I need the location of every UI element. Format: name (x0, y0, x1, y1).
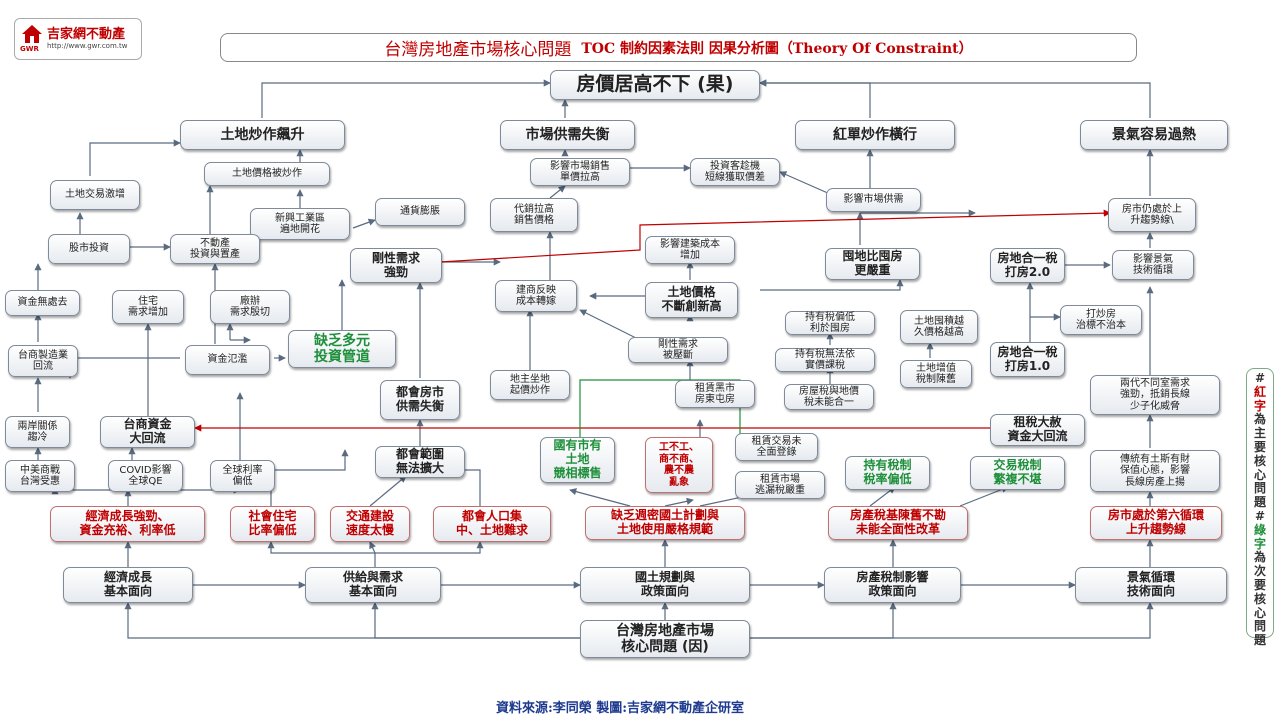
node-fund-nowhere: 資金無處去 (5, 290, 80, 316)
legend-item: 綠 (1253, 522, 1266, 537)
node-market-up: 房市仍處於上 升趨勢線\ (1108, 198, 1196, 232)
node-land-bulk-high: 土地囤積越 久價格越高 (900, 310, 978, 344)
title-english: TOC 制約因素法則 因果分析圖（Theory Of Constraint） (581, 40, 973, 57)
node-tax-base: 房產稅基陳舊不勘 未能全面性改革 (828, 506, 968, 540)
legend-item: 為 (1253, 412, 1266, 427)
node-base-econ: 經濟成長 基本面向 (63, 567, 193, 603)
node-social-housing: 社會住宅 比率偏低 (230, 506, 315, 542)
legend-item: 主 (1253, 426, 1266, 441)
node-econ-tech: 影響景氣 技術循環 (1112, 250, 1194, 280)
legend-item: 核 (1253, 591, 1266, 606)
node-rental-register: 租賃交易未 全面登錄 (735, 433, 818, 461)
node-urban-pop: 都會人口集 中、土地難求 (433, 506, 551, 542)
node-top-result: 房價居高不下 (果) (550, 70, 760, 100)
node-sales-price: 影響市場銷售 單價拉高 (530, 158, 630, 186)
logo-url: http://www.gwr.com.tw (47, 42, 128, 50)
legend-item: 為 (1253, 550, 1266, 565)
legend-item: 次 (1253, 564, 1266, 579)
node-transport: 交通建設 速度太慢 (330, 506, 410, 542)
node-market-supply: 影響市場供需 (826, 188, 921, 212)
node-rental-market: 租賃市場 逃漏稅嚴重 (735, 471, 825, 499)
node-lack-channel: 缺乏多元 投資管道 (288, 330, 396, 368)
node-speculators: 投資客趁機 短線獲取價差 (690, 158, 780, 186)
node-developer-cost: 建商反映 成本轉嫁 (495, 280, 577, 312)
node-urban-imbalance: 都會房市 供需失衡 (380, 380, 460, 420)
node-holding-tax-low: 持有稅偏低 利於囤房 (785, 311, 875, 335)
node-rigid-fulfilled: 剛性需求 被壓斷 (628, 337, 728, 363)
title-chinese: 台灣房地產市場核心問題 (384, 40, 572, 60)
node-land-spec: 土地炒作飆升 (180, 120, 345, 150)
node-land-value-tax: 土地增值 稅制陳舊 (900, 360, 972, 388)
node-traditional: 傳統有土斯有財 保值心態，影響 長線房產上揚 (1090, 450, 1220, 492)
house-logo-icon (22, 25, 42, 43)
legend-item: 紅 (1253, 384, 1266, 399)
node-root-cause: 台灣房地產市場 核心問題 (因) (580, 620, 750, 658)
node-holding-tax-actual: 持有稅無法依 實價課稅 (775, 348, 875, 372)
node-trading-tax: 交易稅制 繁複不堪 (970, 456, 1065, 490)
node-sixth-cycle: 房市處於第六循環 上升趨勢線 (1090, 506, 1222, 540)
node-cross-strait: 兩岸關係 趨冷 (5, 416, 70, 448)
node-urban-limit: 都會範圍 無法擴大 (375, 446, 465, 478)
source-caption: 資料來源:李同榮 製圖:吉家網不動產企研室 (495, 701, 745, 716)
node-land-trade: 土地交易激增 (50, 180, 140, 210)
node-taishang-capital: 台商資金 大回流 (100, 416, 195, 448)
legend-item: # (1254, 371, 1266, 385)
node-overheat: 景氣容易過熱 (1080, 120, 1228, 150)
legend-item: 題 (1253, 633, 1266, 648)
node-land-price-hyped: 土地價格被炒作 (204, 162, 330, 186)
node-housing-demand: 住宅 需求增加 (112, 290, 184, 324)
logo-brand: 吉家網不動產 (47, 27, 126, 42)
node-mixed-zoning: 工不工、 商不商、 農不農 亂象 (645, 437, 713, 493)
node-tax-1: 房地合一稅 打房1.0 (990, 342, 1065, 377)
node-levy-heavier: 囤地比囤房 更嚴重 (825, 248, 920, 280)
node-state-land: 國有市有 土地 競相標售 (540, 437, 615, 483)
node-no-planning: 缺乏週密國土計劃與 土地使用嚴格規範 (585, 506, 745, 540)
node-build-cost: 影響建築成本 增加 (645, 236, 735, 264)
node-supply-balance: 市場供需失衡 (500, 120, 635, 150)
node-land-price-new-high: 土地價格 不斷創新高 (645, 282, 738, 318)
node-realestate-invest: 不動產 投資與置產 (170, 234, 260, 264)
legend-item: 問 (1253, 619, 1266, 634)
node-capital-flood: 資金氾濫 (185, 345, 270, 375)
company-logo: GWR 吉家網不動產 http://www.gwr.com.tw (14, 18, 142, 60)
node-global-rate: 全球利率 偏低 (210, 460, 275, 492)
legend-item: 題 (1253, 495, 1266, 510)
node-econ-strong: 經濟成長強勁、 資金充裕、利率低 (50, 506, 205, 542)
legend-item: 字 (1253, 536, 1266, 551)
node-redline-spec: 紅單炒作橫行 (795, 120, 955, 150)
node-taishang-return: 台商製造業 回流 (8, 345, 78, 377)
node-spec-ineffective: 打炒房 治標不治本 (1060, 305, 1142, 335)
node-inflation: 通貨膨脹 (375, 198, 465, 226)
legend-item: 要 (1253, 439, 1266, 454)
node-base-tax: 房產稅制影響 政策面向 (824, 567, 961, 603)
node-factory-demand: 廠辦 需求殷切 (210, 290, 290, 324)
legend-item: # (1254, 508, 1266, 523)
legend-item: 心 (1253, 467, 1266, 482)
legend-item: 核 (1253, 453, 1266, 468)
node-agent-price: 代銷拉高 銷售價格 (490, 198, 578, 232)
node-tax-2: 房地合一稅 打房2.0 (990, 248, 1065, 283)
legend-item: 字 (1253, 398, 1266, 413)
node-base-policy: 國土規劃與 政策面向 (580, 567, 750, 603)
legend: # 紅 字 為 主 要 核 心 問 題 # 綠 字 為 次 要 核 心 問 題 (1246, 368, 1274, 647)
node-rigid-demand: 剛性需求 強勁 (350, 248, 442, 283)
node-holding-low: 持有稅制 稅率偏低 (845, 456, 930, 490)
node-stock-invest: 股市投資 (48, 234, 130, 264)
node-rent-amnesty: 租稅大赦 資金大回流 (990, 414, 1085, 446)
node-two-gen: 兩代不同室需求 強勁，抵銷長線 少子化威脅 (1090, 375, 1220, 415)
logo-abbr: GWR (20, 45, 39, 53)
diagram-title: 台灣房地產市場核心問題 TOC 制約因素法則 因果分析圖（Theory Of C… (220, 33, 1137, 62)
node-new-industrial: 新興工業區 遍地開花 (250, 208, 350, 240)
legend-item: 心 (1253, 605, 1266, 620)
legend-item: 要 (1253, 577, 1266, 592)
node-base-cycle: 景氣循環 技術面向 (1075, 567, 1227, 603)
node-covid-qe: COVID影響 全球QE (108, 460, 183, 492)
node-us-china: 中美商戰 台灣受惠 (5, 460, 75, 492)
node-house-land-tax: 房屋稅與地價 稅未能合一 (784, 384, 874, 410)
legend-item: 問 (1253, 481, 1266, 496)
node-base-supply: 供給與需求 基本面向 (305, 567, 441, 603)
node-landlord-up: 地主坐地 起價炒作 (490, 370, 570, 400)
node-rental-black: 租賃黑市 房東屯房 (675, 380, 755, 408)
